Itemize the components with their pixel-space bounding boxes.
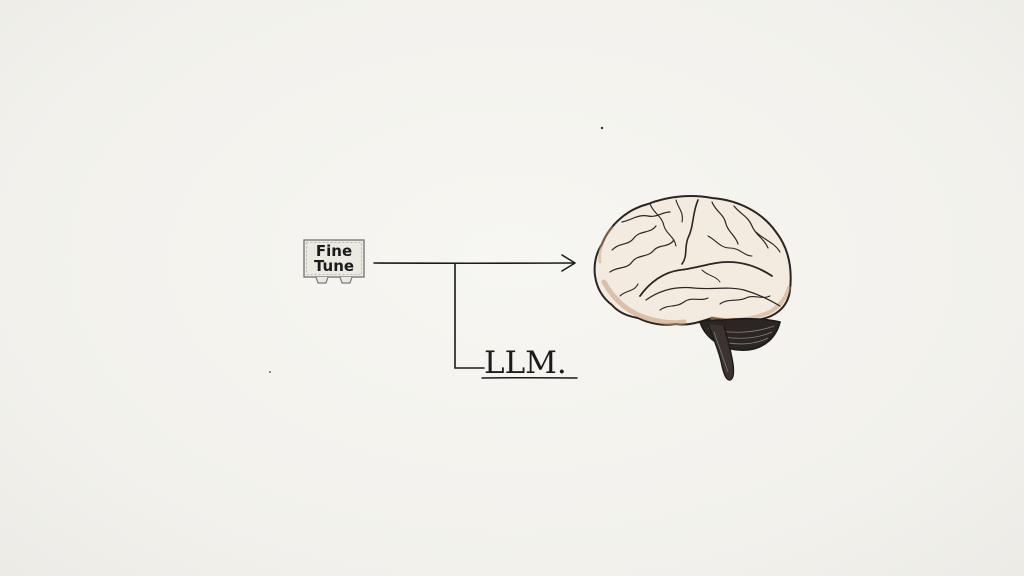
- branch-connector: [454, 263, 485, 369]
- arrow-right-icon: [373, 254, 576, 272]
- ink-speck: [269, 371, 271, 373]
- llm-label: LLM.: [481, 345, 578, 381]
- llm-label-text: LLM.: [484, 345, 567, 381]
- ink-speck: [600, 126, 604, 130]
- brain-icon: [593, 195, 792, 381]
- chip-tag-icon: [303, 239, 365, 284]
- tag-line-2: Tune: [314, 257, 354, 275]
- tag-line-1: Fine: [316, 242, 352, 260]
- fine-tune-tag: Fine Tune: [303, 239, 365, 284]
